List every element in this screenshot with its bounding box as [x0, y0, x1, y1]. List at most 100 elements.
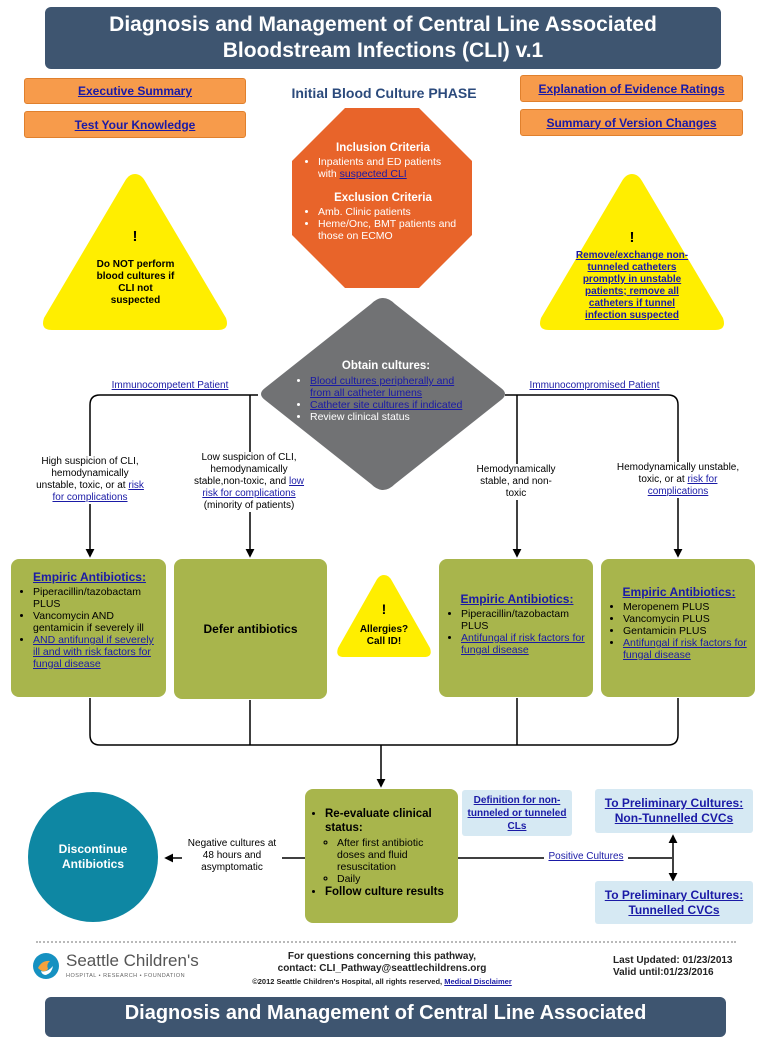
- bottom-title-banner: Diagnosis and Management of Central Line…: [45, 997, 726, 1037]
- prelim-tunnelled-box[interactable]: To Preliminary Cultures: Tunnelled CVCs: [595, 881, 753, 924]
- phase-title: Initial Blood Culture PHASE: [291, 85, 477, 101]
- valid-until: Valid until:01/23/2016: [613, 967, 714, 978]
- cultures-diamond: [261, 298, 505, 490]
- title-line-1: Diagnosis and Management of Central Line…: [109, 13, 657, 36]
- reevaluate-item: Re-evaluate clinical status: After first…: [325, 807, 452, 885]
- footer-divider: [36, 941, 736, 943]
- footer-dates: Last Updated: 01/23/2013 Valid until:01/…: [613, 955, 753, 979]
- empiric-antibiotics-box-4: Empiric Antibiotics: Meropenem PLUS Vanc…: [601, 559, 755, 697]
- risk-complications-link-2[interactable]: risk for complications: [647, 474, 718, 497]
- box1-item-2: Vancomycin AND gentamicin if severely il…: [33, 610, 160, 634]
- reevaluate-sub-2: Daily: [337, 873, 452, 885]
- remove-catheters-link[interactable]: Remove/exchange non-tunneled catheters p…: [575, 250, 689, 321]
- warning-text-left: Do NOT perform blood cultures if CLI not…: [96, 259, 175, 306]
- connector-merge: [89, 698, 679, 746]
- connector-immunocompromised: [505, 394, 683, 558]
- connector-immunocompetent: [85, 394, 258, 558]
- antifungal-link-4[interactable]: Antifungal if risk factors for fungal di…: [623, 637, 747, 661]
- title-banner: Diagnosis and Management of Central Line…: [45, 7, 721, 69]
- empiric-antibiotics-link-4[interactable]: Empiric Antibiotics:: [622, 585, 736, 599]
- definition-box[interactable]: Definition for non-tunneled or tunneled …: [462, 790, 572, 836]
- definition-link[interactable]: Definition for non-tunneled or tunneled …: [467, 794, 567, 832]
- logo-subtitle: HOSPITAL • RESEARCH • FOUNDATION: [66, 973, 186, 979]
- executive-summary-button[interactable]: Executive Summary: [24, 78, 246, 104]
- cultures-item-1: Blood cultures peripherally and from all…: [310, 375, 476, 399]
- exclusion-title: Exclusion Criteria: [334, 192, 432, 204]
- blood-cultures-link[interactable]: Blood cultures peripherally and from all…: [310, 375, 455, 399]
- high-suspicion-text: High suspicion of CLI, hemodynamically u…: [30, 456, 150, 504]
- box3-item-1: Piperacillin/tazobactam PLUS: [461, 608, 587, 632]
- allergy-icon: !: [381, 601, 387, 617]
- cultures-content: Obtain cultures: Blood cultures peripher…: [296, 360, 476, 423]
- evidence-ratings-button[interactable]: Explanation of Evidence Ratings: [520, 75, 743, 102]
- prelim-nontunnelled-link[interactable]: To Preliminary Cultures: Non-Tunnelled C…: [604, 796, 744, 825]
- allergy-warning-triangle: [337, 575, 431, 657]
- low-suspicion-text: Low suspicion of CLI, hemodynamically st…: [188, 452, 310, 512]
- risk-complications-link-1[interactable]: risk for complications: [52, 480, 144, 503]
- empiric-antibiotics-box-1: Empiric Antibiotics: Piperacillin/tazoba…: [11, 559, 166, 697]
- low-risk-link[interactable]: low risk for complications: [202, 476, 305, 499]
- box1-item-1: Piperacillin/tazobactam PLUS: [33, 586, 160, 610]
- logo-icon: [33, 953, 59, 979]
- contact-line-2[interactable]: contact: CLI_Pathway@seattlechildrens.or…: [277, 963, 487, 974]
- defer-antibiotics-box: Defer antibiotics: [174, 559, 327, 699]
- last-updated: Last Updated: 01/23/2013: [613, 955, 733, 966]
- box3-item-2: Antifungal if risk factors for fungal di…: [461, 632, 587, 656]
- immunocompetent-link[interactable]: Immunocompetent Patient: [111, 380, 229, 391]
- cultures-item-2: Catheter site cultures if indicated: [310, 399, 476, 411]
- empiric-antibiotics-link-3[interactable]: Empiric Antibiotics:: [460, 592, 574, 606]
- evidence-ratings-link[interactable]: Explanation of Evidence Ratings: [538, 81, 725, 96]
- inclusion-item: Inpatients and ED patients with suspecte…: [318, 156, 462, 180]
- criteria-octagon: [292, 108, 472, 288]
- cultures-item-3: Review clinical status: [310, 411, 476, 423]
- positive-cultures-link[interactable]: Positive Cultures: [548, 851, 624, 862]
- positive-cultures-label[interactable]: Positive Cultures: [544, 851, 628, 863]
- prelim-tunnelled-link[interactable]: To Preliminary Cultures: Tunnelled CVCs: [604, 887, 744, 917]
- box4-item-1: Meropenem PLUS: [623, 601, 749, 613]
- test-knowledge-button[interactable]: Test Your Knowledge: [24, 111, 246, 138]
- reevaluate-sub-1: After first antibiotic doses and fluid r…: [337, 837, 452, 873]
- version-changes-link[interactable]: Summary of Version Changes: [546, 115, 717, 130]
- reevaluate-box: Re-evaluate clinical status: After first…: [305, 789, 458, 923]
- discontinue-text: Discontinue Antibiotics: [58, 842, 128, 871]
- copyright-text: ©2012 Seattle Children's Hospital, all r…: [252, 977, 443, 986]
- immunocompromised-link[interactable]: Immunocompromised Patient: [529, 380, 660, 391]
- box1-item-3: AND antifungal if severely ill and with …: [33, 634, 160, 670]
- version-changes-button[interactable]: Summary of Version Changes: [520, 109, 743, 136]
- warning-triangle-right: [540, 174, 724, 330]
- prelim-nontunnelled-box[interactable]: To Preliminary Cultures: Non-Tunnelled C…: [595, 789, 753, 833]
- antifungal-link-3[interactable]: Antifungal if risk factors for fungal di…: [461, 632, 585, 656]
- warning-text-right[interactable]: Remove/exchange non-tunneled catheters p…: [575, 250, 689, 322]
- discontinue-circle: Discontinue Antibiotics: [28, 792, 158, 922]
- test-knowledge-link[interactable]: Test Your Knowledge: [74, 117, 196, 132]
- seattle-childrens-logo: Seattle Children's HOSPITAL • RESEARCH •…: [32, 950, 222, 986]
- follow-cultures-item: Follow culture results: [325, 885, 452, 899]
- executive-summary-link[interactable]: Executive Summary: [77, 84, 193, 98]
- box4-item-3: Gentamicin PLUS: [623, 625, 749, 637]
- bottom-title-line: Diagnosis and Management of Central Line…: [124, 1002, 647, 1024]
- cultures-title: Obtain cultures:: [341, 360, 431, 372]
- medical-disclaimer-link[interactable]: Medical Disclaimer: [444, 977, 512, 986]
- immunocompromised-label[interactable]: Immunocompromised Patient: [522, 380, 667, 392]
- stable-text: Hemodynamically stable, and non-toxic: [470, 464, 562, 500]
- allergy-text: Allergies? Call ID!: [359, 624, 409, 647]
- defer-antibiotics-text: Defer antibiotics: [203, 622, 298, 636]
- exclusion-item-1: Amb. Clinic patients: [318, 206, 462, 218]
- criteria-content: Inclusion Criteria Inpatients and ED pat…: [304, 142, 462, 242]
- title-line-2: Bloodstream Infections (CLI) v.1: [222, 39, 544, 62]
- box4-item-2: Vancomycin PLUS: [623, 613, 749, 625]
- antifungal-link-1[interactable]: AND antifungal if severely ill and with …: [33, 634, 154, 670]
- warning-triangle-left: [43, 174, 227, 330]
- logo-name: Seattle Children's: [66, 951, 199, 970]
- warning-icon-left: !: [132, 228, 138, 245]
- inclusion-title: Inclusion Criteria: [336, 142, 430, 154]
- empiric-antibiotics-link-1[interactable]: Empiric Antibiotics:: [33, 570, 146, 584]
- unstable-text: Hemodynamically unstable, toxic, or at r…: [612, 462, 744, 498]
- catheter-site-link[interactable]: Catheter site cultures if indicated: [310, 399, 463, 411]
- suspected-cli-link[interactable]: suspected CLI: [339, 168, 407, 180]
- contact-line-1: For questions concerning this pathway,: [287, 951, 477, 962]
- exclusion-item-2: Heme/Onc, BMT patients and those on ECMO: [318, 218, 462, 242]
- negative-cultures-label: Negative cultures at 48 hours and asympt…: [182, 838, 282, 874]
- immunocompetent-label[interactable]: Immunocompetent Patient: [100, 380, 240, 392]
